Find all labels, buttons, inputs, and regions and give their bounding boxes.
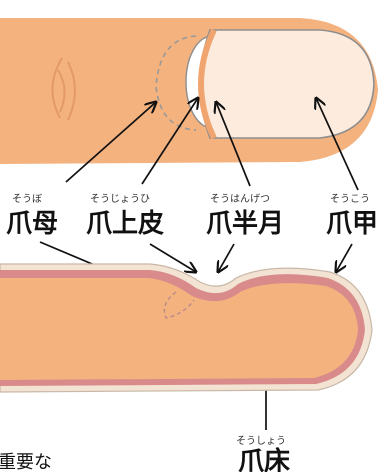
section-inner-tissue [0, 278, 358, 380]
nail-bed-reading: そうしょう [236, 435, 286, 447]
nail-plate-reading: そうこう [330, 193, 370, 205]
lunula-label: 爪半月 [206, 209, 284, 239]
matrix-reading: そうぼ [12, 193, 42, 205]
eponychium-label: 爪上皮 [86, 209, 164, 239]
arrow-lunula-bottom [218, 244, 234, 272]
finger-top-view [0, 18, 378, 164]
lunula-reading: そうはんげつ [210, 193, 270, 205]
finger-cross-section [0, 264, 372, 392]
matrix-label: 爪母 [6, 209, 58, 239]
arrow-nail-plate-bottom [336, 244, 352, 272]
nail-bed-label: 爪床 [238, 446, 290, 472]
nail-plate-label: 爪甲 [326, 209, 378, 239]
nail-plate-shape [200, 30, 374, 138]
footer-text: 重要な [0, 452, 52, 472]
eponychium-reading: そうじょうひ [90, 193, 150, 205]
